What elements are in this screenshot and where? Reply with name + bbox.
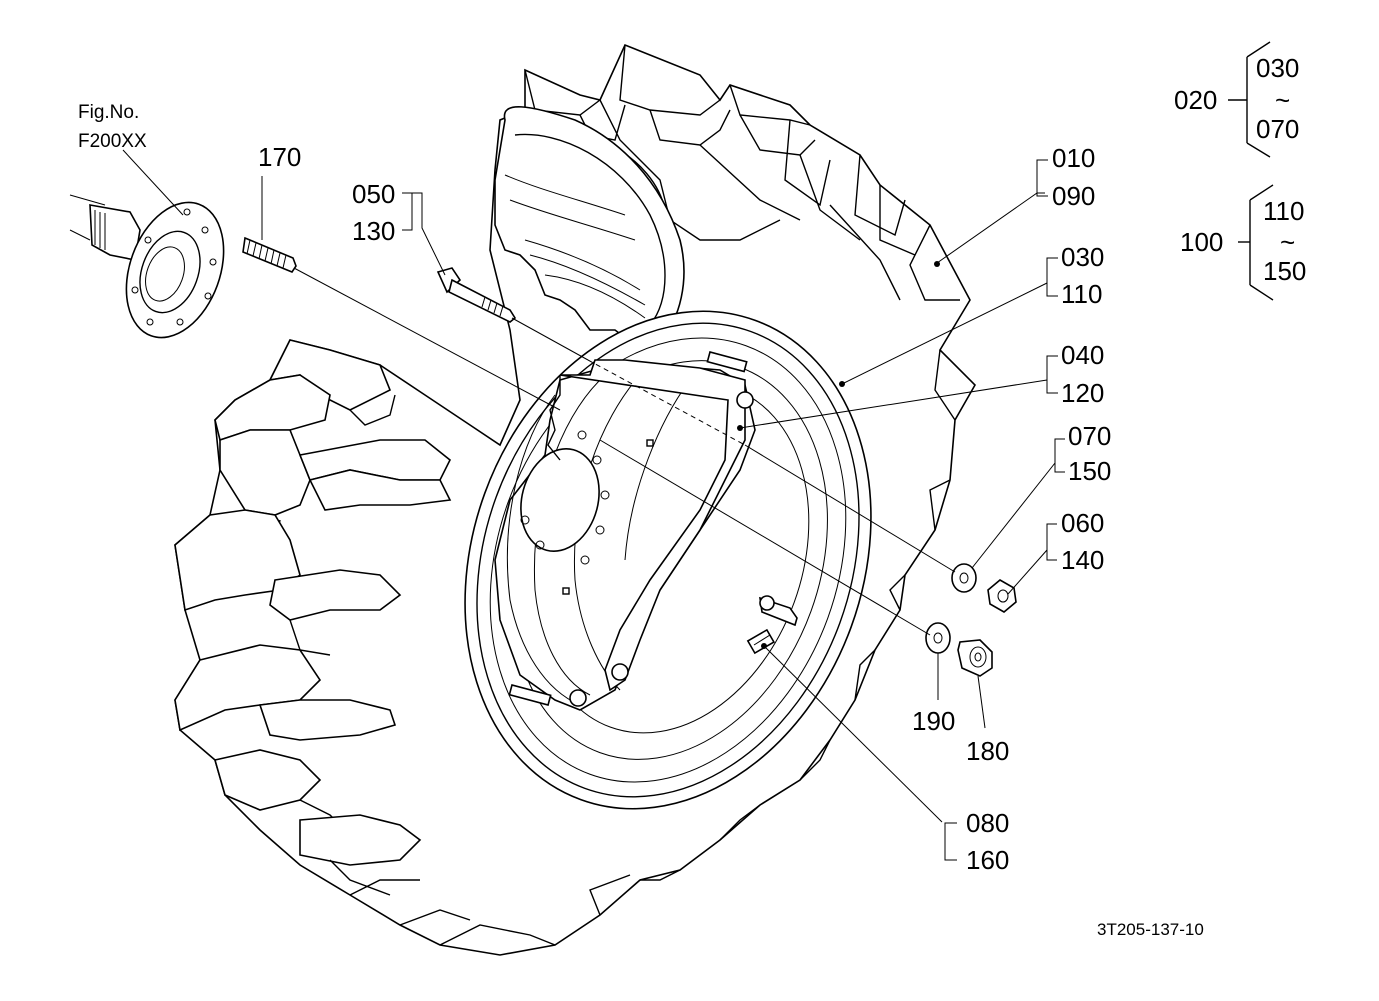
part-label-090: 090 [1052,181,1095,211]
washer-nut-drawings [925,563,1017,677]
rim-drawing [464,310,872,810]
part-label-040: 040 [1061,340,1104,370]
part-label-150: 150 [1068,456,1111,486]
group-100-to: 150 [1263,256,1306,286]
part-label-140: 140 [1061,545,1104,575]
part-label-060: 060 [1061,508,1104,538]
group-100-tilde: ~ [1280,227,1295,257]
stud-bolt-170-drawing [242,236,297,273]
label-brackets [402,41,1274,861]
part-label-130: 130 [352,216,395,246]
part-label-160: 160 [966,845,1009,875]
part-label-170: 170 [258,142,301,172]
fig-label: Fig.No. [78,102,139,123]
part-label-180: 180 [966,736,1009,766]
leader-lines [122,149,1056,823]
group-020-from: 030 [1256,53,1299,83]
group-020-id: 020 [1174,85,1217,115]
part-label-050: 050 [352,179,395,209]
part-label-120: 120 [1061,378,1104,408]
fig-number: F200XX [78,131,147,152]
drawing-code: 3T205-137-10 [1097,920,1204,939]
part-label-110: 110 [1061,279,1102,309]
part-label-080: 080 [966,808,1009,838]
part-label-190: 190 [912,706,955,736]
part-label-070: 070 [1068,421,1111,451]
group-100-from: 110 [1263,196,1304,226]
part-label-030: 030 [1061,242,1104,272]
group-100-id: 100 [1180,227,1223,257]
part-label-010: 010 [1052,143,1095,173]
valve-stem-drawing [759,595,798,627]
group-020-tilde: ~ [1275,85,1290,115]
bolt-050-drawing [436,267,517,323]
group-020-to: 070 [1256,114,1299,144]
hub-flange-drawing [69,194,225,339]
